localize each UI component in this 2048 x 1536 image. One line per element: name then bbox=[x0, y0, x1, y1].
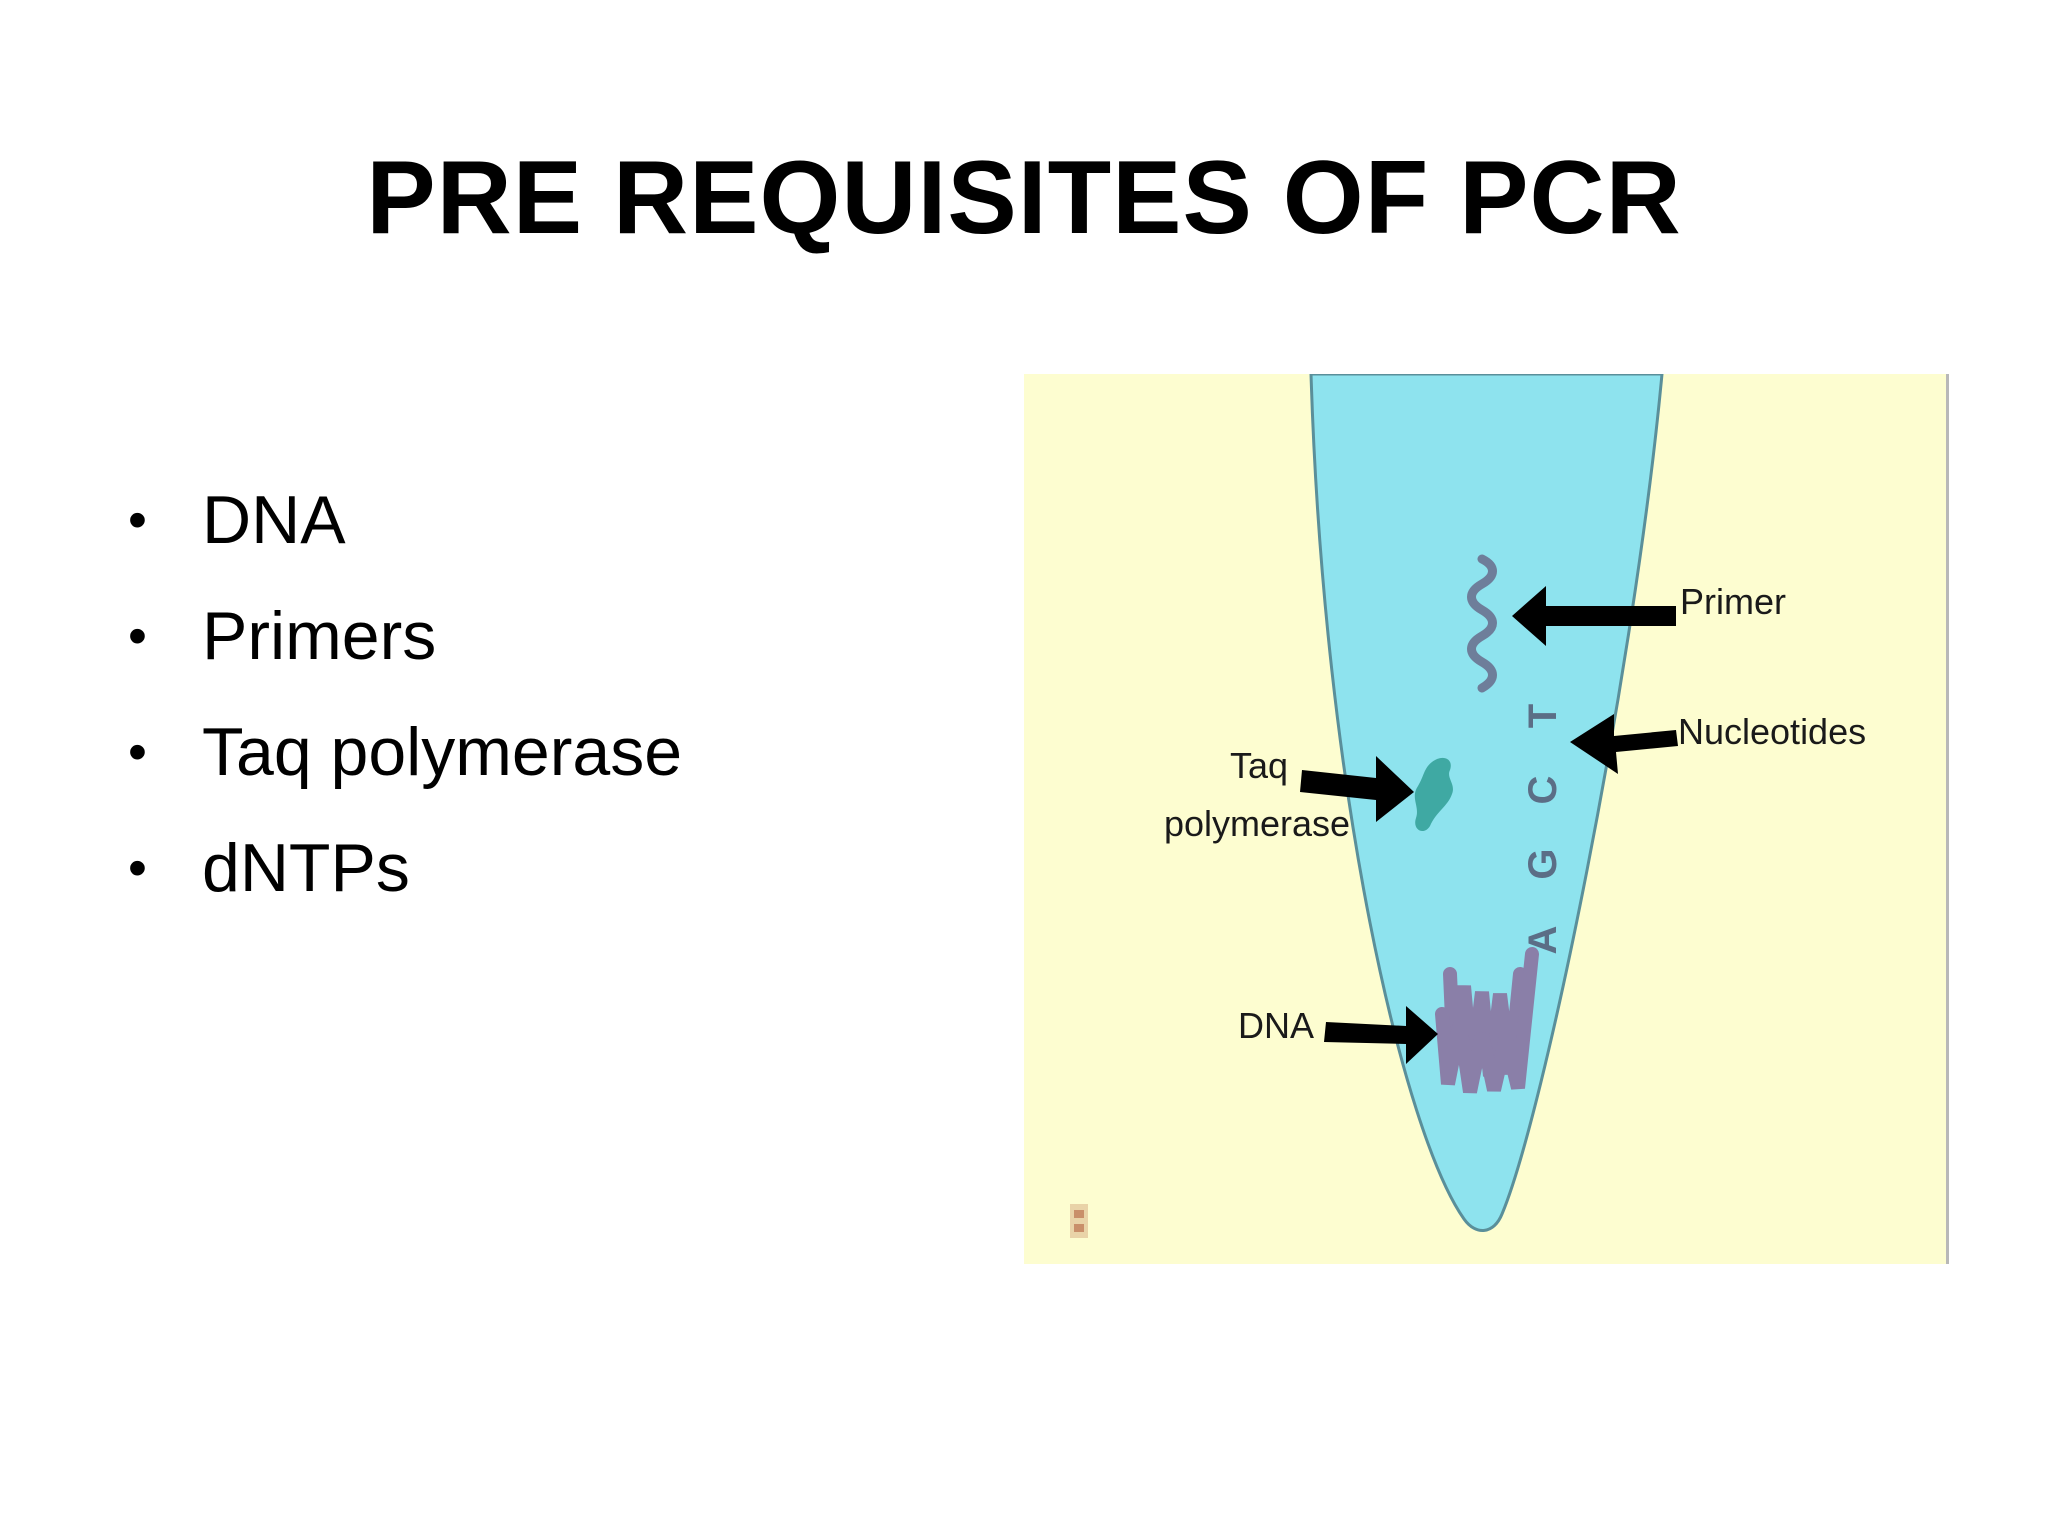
bullet-icon: • bbox=[128, 490, 147, 550]
bullet-text: DNA bbox=[202, 482, 346, 558]
bullet-icon: • bbox=[128, 838, 147, 898]
nucleotide-letters: T C G A bbox=[1521, 704, 1565, 955]
bullet-text: Taq polymerase bbox=[202, 714, 683, 790]
primer-arrow-icon bbox=[1512, 586, 1676, 646]
arrows bbox=[1300, 586, 1678, 1064]
primer-strand-icon bbox=[1467, 554, 1497, 693]
bullet-icon: • bbox=[128, 606, 147, 666]
bullet-item-primers: • Primers bbox=[120, 578, 682, 694]
nucleotides-label: Nucleotides bbox=[1678, 711, 1866, 752]
bullet-item-dna: • DNA bbox=[120, 462, 682, 578]
pcr-tube-diagram: T C G A Primer Nucleotides Taq polymeras… bbox=[1070, 374, 1866, 1238]
bullet-text: dNTPs bbox=[202, 830, 410, 906]
primer-label: Primer bbox=[1680, 581, 1786, 622]
dna-label: DNA bbox=[1238, 1005, 1314, 1046]
bullet-icon: • bbox=[128, 722, 147, 782]
dna-arrow-icon bbox=[1324, 1006, 1438, 1064]
taq-label-line2: polymerase bbox=[1164, 803, 1350, 844]
nucleotides-arrow-icon bbox=[1570, 714, 1678, 774]
nucleotide-letter-c: C bbox=[1521, 776, 1565, 805]
taq-label-line1: Taq bbox=[1230, 745, 1288, 786]
bullet-item-taq-polymerase: • Taq polymerase bbox=[120, 694, 682, 810]
bullet-list: • DNA • Primers • Taq polymerase • dNTPs bbox=[120, 462, 682, 926]
bullet-item-dntps: • dNTPs bbox=[120, 810, 682, 926]
corner-mark-icon bbox=[1070, 1204, 1088, 1238]
dna-strand-icon bbox=[1435, 947, 1539, 1094]
taq-arrow-icon bbox=[1300, 756, 1414, 822]
nucleotide-letter-t: T bbox=[1521, 704, 1565, 728]
pcr-tube-figure: T C G A Primer Nucleotides Taq polymeras… bbox=[1024, 374, 1949, 1264]
bullet-text: Primers bbox=[202, 598, 437, 674]
pcr-tube bbox=[1309, 374, 1664, 1232]
slide-title: PRE REQUISITES OF PCR bbox=[366, 140, 1682, 256]
taq-polymerase-icon bbox=[1414, 757, 1453, 832]
nucleotide-letter-g: G bbox=[1521, 848, 1565, 879]
